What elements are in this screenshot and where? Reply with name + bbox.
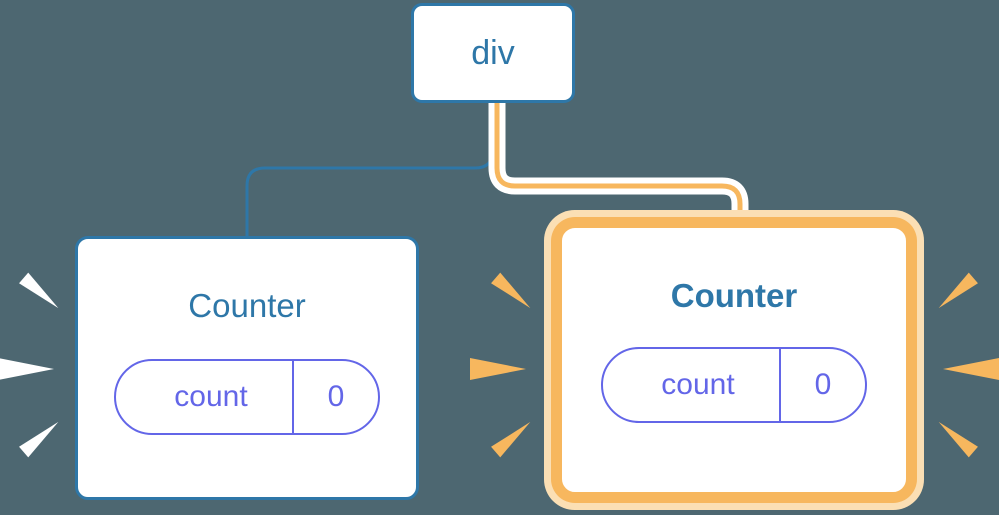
state-pill-counter-right[interactable]: count 0 (601, 347, 867, 423)
connector-div-to-counter-right (494, 103, 743, 245)
state-key: count (174, 380, 248, 413)
node-counter-left-label: Counter (188, 287, 306, 324)
state-value: 0 (327, 380, 345, 413)
node-div[interactable]: div (411, 3, 575, 103)
ray-lower (491, 416, 535, 458)
node-counter-right-label: Counter (670, 277, 798, 314)
state-pill-counter-left[interactable]: count 0 (114, 359, 380, 435)
ray-lower (19, 416, 63, 458)
state-key: count (661, 368, 735, 401)
node-counter-right[interactable]: Counter count 0 (562, 228, 906, 492)
ray-upper (934, 272, 978, 314)
node-counter-left[interactable]: Counter count 0 (75, 236, 419, 500)
ray-middle (0, 358, 54, 380)
node-div-label: div (471, 34, 515, 72)
connector-div-to-counter-left (245, 101, 495, 242)
connector-div-to-counter-right-halo (488, 103, 749, 245)
ray-upper (19, 272, 63, 314)
pill-divider (292, 361, 294, 433)
ray-upper (491, 272, 535, 314)
ray-lower (934, 416, 978, 458)
pill-divider (779, 349, 781, 421)
state-value: 0 (814, 368, 832, 401)
ray-middle (470, 358, 526, 380)
ray-middle (943, 358, 999, 380)
